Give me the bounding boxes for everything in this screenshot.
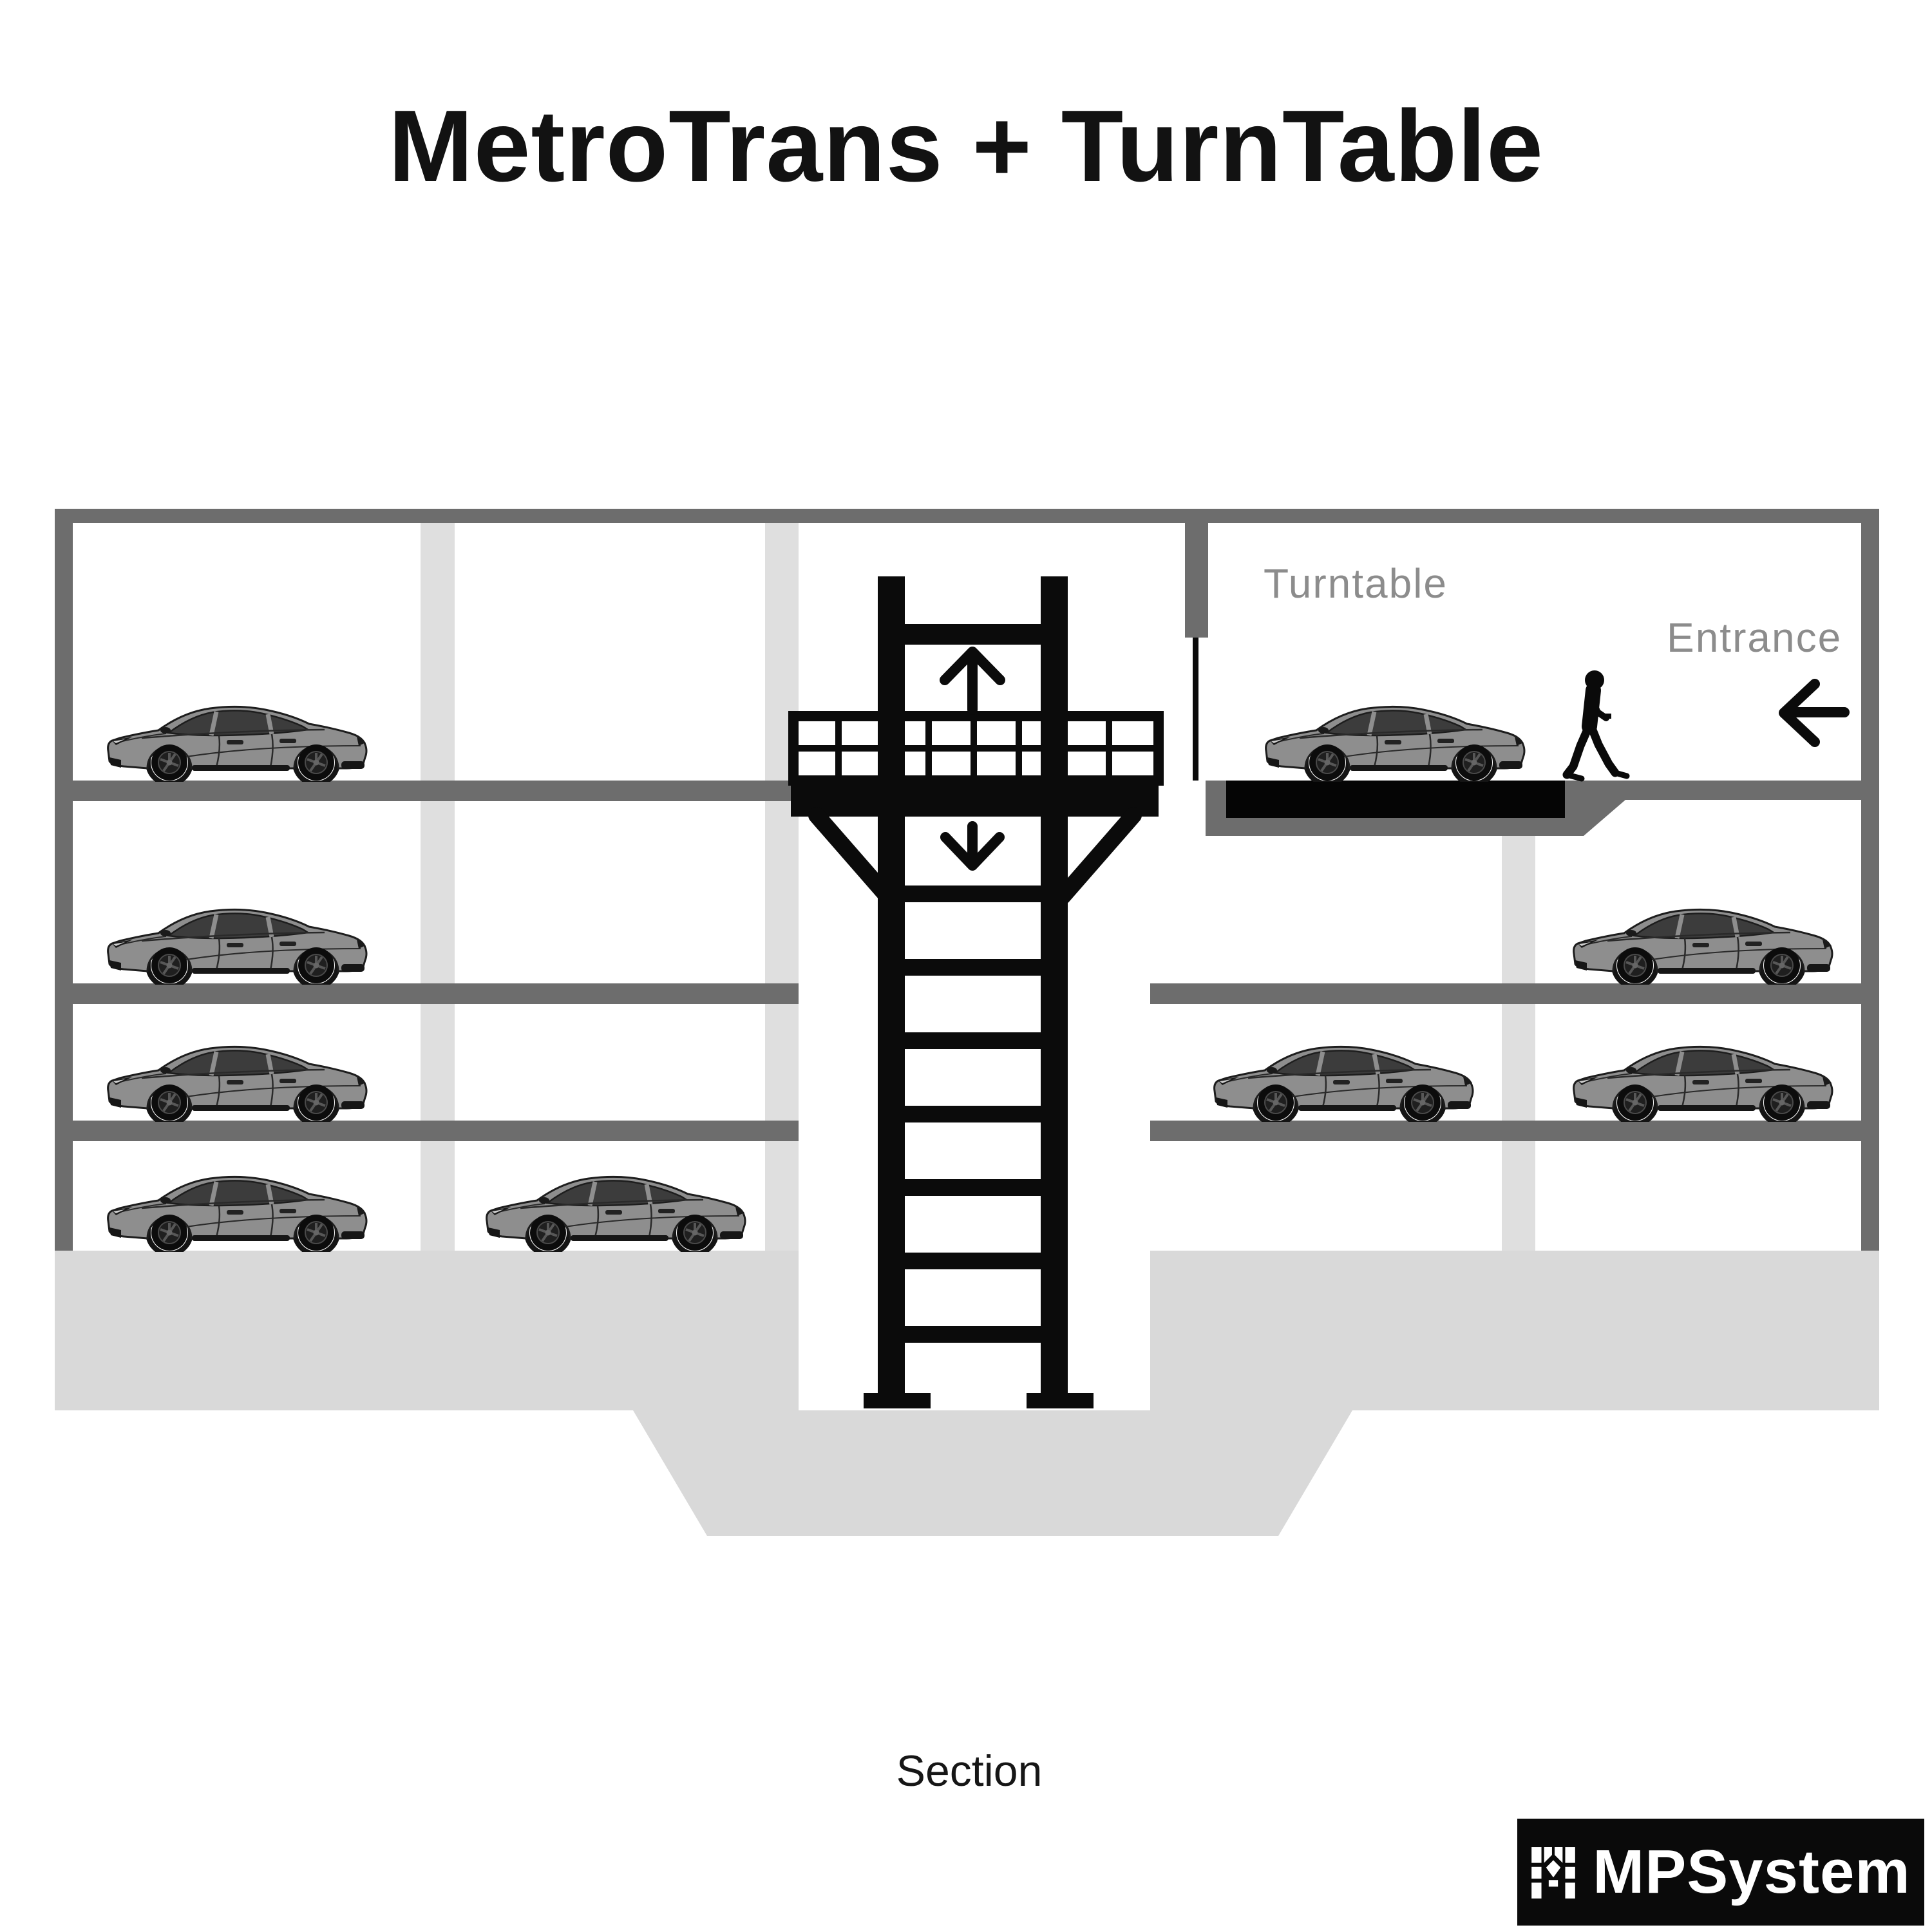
turntable-guide [1193,638,1198,781]
parked-car-level3-right-b [1574,1046,1832,1124]
parked-car-level3-left [108,1046,366,1124]
turntable-label: Turntable [1264,560,1448,607]
section-label: Section [896,1747,1043,1795]
parked-car-level2-left [108,909,366,987]
parked-car-level4-left-b [487,1177,745,1254]
tower-braces [808,807,1142,905]
down-arrow-icon [940,821,1005,871]
support-column [1502,836,1535,1251]
lift-tower [788,576,1164,1408]
parked-car-level1-left [108,706,366,784]
tower-column-left [878,576,905,1393]
mpsystem-logo-icon [1531,1847,1576,1899]
floor-slab-level2-right [1150,983,1863,1004]
foundation-left-block [55,1251,799,1410]
up-arrow-icon [940,647,1005,715]
floor-slab-level3-left [71,1121,799,1141]
foundation [55,1251,1879,1536]
turntable-car [1266,706,1524,784]
foundation-pit [633,1410,1352,1536]
parked-car-level4-left-a [108,1177,366,1254]
parked-car-level2-right [1574,909,1832,987]
partition-wall [1185,523,1208,638]
foundation-right-block [1150,1251,1879,1410]
tower-rungs [905,886,1041,1343]
tower-column-right [1041,576,1068,1393]
tower-crossbar [898,624,1050,645]
entrance-left-arrow-icon [1779,679,1850,747]
lift-platform-railing [788,711,1164,786]
floor-slab-level1-left [71,781,799,801]
mpsystem-logo-text: MPSystem [1593,1837,1911,1906]
support-column [421,523,455,1251]
entrance-label: Entrance [1667,614,1842,661]
walking-person-icon [1562,670,1630,782]
tower-foot [864,1393,931,1408]
parked-car-level3-right-a [1215,1046,1473,1124]
support-column [765,523,799,1251]
left-wall [55,509,73,1251]
right-wall [1861,509,1879,1251]
tower-foot [1027,1393,1094,1408]
floor-slab-level3-right [1150,1121,1863,1141]
roof-slab [55,509,1879,523]
floor-slab-level2-left [71,983,799,1004]
page-title: MetroTrans + TurnTable [388,90,1544,203]
turntable-platform [1226,781,1565,818]
mpsystem-logo: MPSystem [1517,1819,1924,1926]
lift-carriage [791,781,1159,817]
